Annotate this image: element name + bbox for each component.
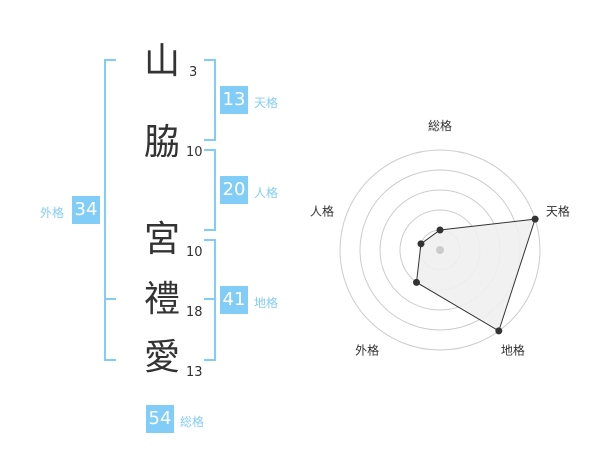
tenkaku-bracket	[204, 59, 216, 141]
radar-area	[415, 218, 536, 332]
name-char: 山	[143, 41, 180, 82]
tenkaku-value: 13	[220, 86, 248, 114]
radar-point	[436, 226, 444, 234]
gaikaku-bracket	[104, 59, 116, 361]
soukaku-label: 総格	[180, 415, 205, 429]
soukaku-value: 54	[146, 405, 174, 433]
tenkaku-label: 天格	[254, 96, 279, 110]
jinkaku-label: 人格	[254, 186, 279, 200]
stroke-count: 13	[186, 365, 203, 380]
chikaku-label: 地格	[254, 296, 279, 310]
stroke-count: 10	[186, 245, 203, 260]
axis-label: 人格	[310, 204, 334, 219]
stroke-count: 3	[189, 65, 198, 80]
bracket-tick	[204, 298, 216, 300]
radar-center	[436, 246, 444, 254]
name-char: 禮	[143, 279, 180, 320]
gaikaku-value: 34	[72, 196, 100, 224]
name-char: 宮	[143, 219, 180, 260]
bracket-tick	[104, 298, 116, 300]
chikaku-value: 41	[220, 286, 248, 314]
jinkaku-bracket	[204, 149, 216, 231]
jinkaku-value: 20	[220, 176, 248, 204]
axis-label: 外格	[355, 342, 379, 357]
axis-label: 地格	[501, 342, 525, 357]
gaikaku-label: 外格	[40, 206, 65, 220]
stroke-count: 10	[186, 145, 203, 160]
radar-point	[495, 327, 503, 335]
axis-label: 総格	[428, 118, 452, 133]
radar-ring	[339, 149, 541, 351]
name-char: 脇	[143, 122, 180, 163]
radar-point	[412, 278, 420, 286]
radar-point	[531, 215, 539, 223]
chikaku-bracket	[204, 239, 216, 361]
axis-label: 天格	[546, 204, 570, 219]
stroke-count: 18	[186, 305, 203, 320]
radar-point	[417, 240, 425, 248]
name-char: 愛	[143, 337, 180, 378]
